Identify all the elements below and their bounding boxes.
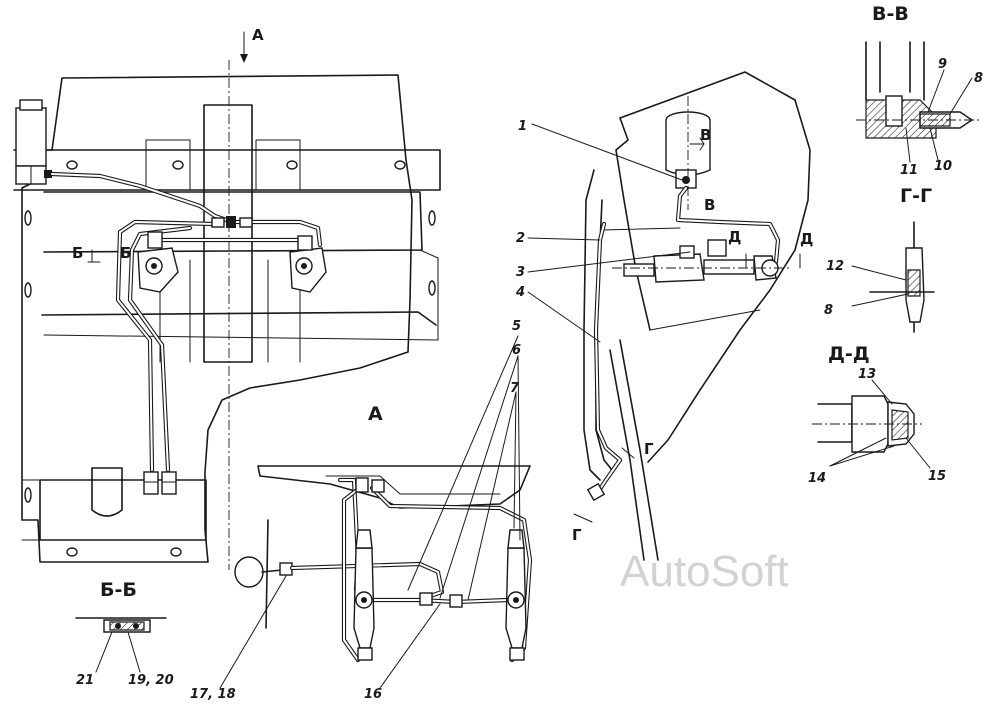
cut-mark-d1: Д (728, 228, 741, 246)
washer-reservoir-plan (15, 99, 52, 185)
callout-8-top: 8 (974, 71, 983, 86)
section-title-v-v: В-В (872, 3, 909, 25)
side-view: В В Д Д Г Г 1 2 3 4 (515, 71, 813, 561)
section-title-b-b: Б-Б (100, 579, 137, 601)
callout-11: 11 (900, 163, 918, 178)
jet-cylinder-right (505, 529, 527, 661)
watermark: AutoSoft (620, 547, 789, 596)
view-arrow-label-a: А (252, 26, 264, 44)
section-title-g-g: Г-Г (900, 185, 932, 207)
callout-15: 15 (928, 469, 946, 484)
section-b-b: Б-Б 21 19, 20 (75, 579, 174, 688)
cut-mark-v1: В (700, 126, 711, 144)
callout-3: 3 (516, 265, 525, 280)
callout-19-20: 19, 20 (128, 673, 174, 688)
section-v-v: В-В 9 8 11 10 (856, 3, 983, 178)
jet-cylinder-left (353, 529, 375, 661)
cut-mark-g1: Г (644, 440, 654, 458)
plan-view: Б Б А (13, 26, 441, 570)
callout-17-18: 17, 18 (190, 687, 236, 702)
nozzle-assembly-right-plan (289, 235, 327, 293)
washer-reservoir-side (665, 96, 711, 210)
callout-14: 14 (808, 471, 826, 486)
callout-5: 5 (512, 319, 521, 334)
cut-mark-g2: Г (572, 526, 582, 544)
cut-mark-d2: Д (800, 230, 813, 248)
callout-16: 16 (364, 687, 382, 702)
section-d-d: Д-Д 13 14 15 (808, 343, 946, 486)
callout-1: 1 (518, 119, 527, 134)
nozzle-assembly-left-plan (137, 231, 179, 293)
section-g-g: Г-Г 12 8 (824, 185, 935, 333)
callout-21: 21 (76, 673, 94, 688)
callout-4: 4 (515, 285, 525, 300)
callout-8-bottom: 8 (824, 303, 833, 318)
callout-10: 10 (934, 159, 952, 174)
callout-13: 13 (858, 367, 876, 382)
callout-9: 9 (938, 57, 947, 72)
view-a: А (190, 319, 533, 702)
callout-6: 6 (512, 343, 521, 358)
cut-mark-v2: В (704, 196, 715, 214)
section-title-d-d: Д-Д (828, 343, 870, 365)
view-title-a: А (368, 403, 383, 425)
mount-holes (24, 160, 436, 557)
callout-2: 2 (516, 231, 525, 246)
callout-12: 12 (826, 259, 844, 274)
cut-mark-b2: Б (120, 244, 131, 262)
callout-7: 7 (510, 381, 520, 396)
cut-mark-b1: Б (72, 244, 83, 262)
